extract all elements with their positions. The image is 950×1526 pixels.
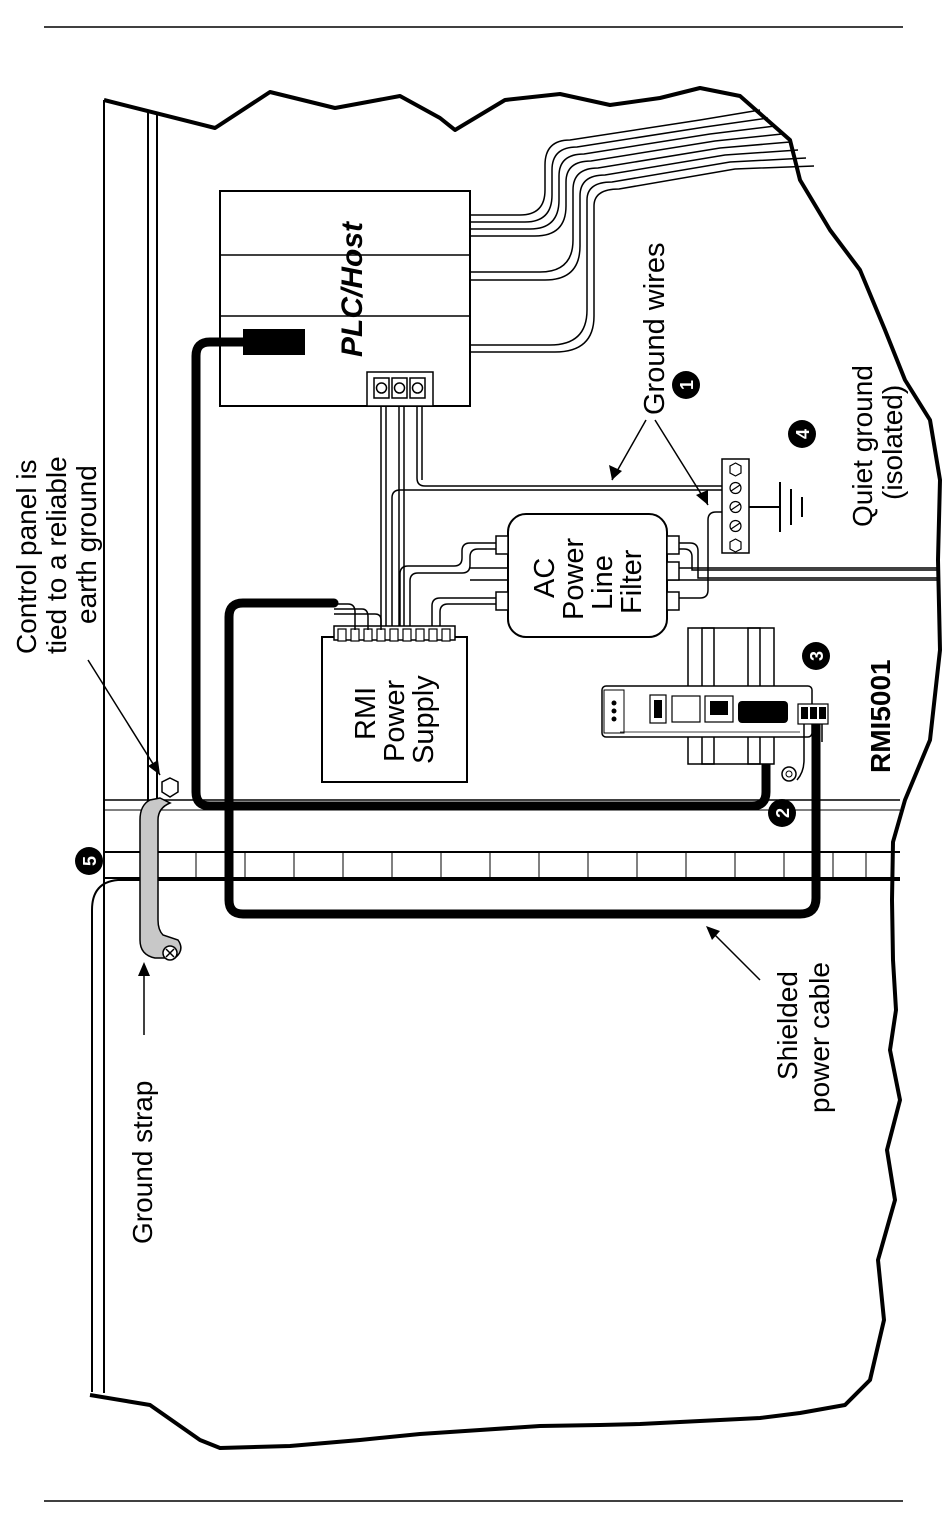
rmi5001-device [602,686,828,737]
ground-wires-label: Ground wires [639,243,671,415]
quiet-ground-label-1: Quiet ground [847,365,878,527]
rmi-ps-label-3: Supply [408,675,440,764]
ac-filter-label-1: AC [529,558,561,598]
badge-5: 5 [75,847,103,875]
door-outline [92,880,900,1392]
ground-strap-label: Ground strap [127,1081,158,1244]
svg-text:3: 3 [807,651,827,661]
svg-text:2: 2 [773,808,793,818]
rmi5001-label: RMI5001 [865,659,896,773]
badge-3: 3 [802,642,830,670]
control-panel-label-2: tied to a reliable [41,456,72,654]
svg-text:5: 5 [80,856,100,866]
ac-filter-label-2: Power [558,537,590,620]
rmi-ps-label-2: Power [379,679,411,762]
svg-text:4: 4 [793,429,813,439]
serial-connector-icon [738,701,788,723]
shielded-cable-label-1: Shielded [772,971,803,1080]
badge-1: 1 [672,371,700,399]
rmi-ground-screw [782,767,796,781]
plc-cable-connector [243,329,305,355]
badge-4: 4 [788,420,816,448]
quiet-ground-label-2: (isolated) [877,385,908,500]
shielded-cable-label-2: power cable [804,962,835,1113]
earth-ground-icon [749,482,802,532]
svg-text:1: 1 [677,380,697,390]
ground-bus-bar [722,459,749,553]
badge-2: 2 [768,799,796,827]
control-panel-label-3: earth ground [71,465,102,624]
ground-strap [140,778,181,960]
ac-filter-label-4: Filter [616,549,648,614]
rmi-ps-label-1: RMI [350,687,382,740]
plc-host-label: PLC/Host [336,220,369,357]
ac-filter-label-3: Line [587,555,619,610]
ethernet-port-2-icon [672,696,700,722]
control-panel-label-1: Control panel is [11,459,42,654]
